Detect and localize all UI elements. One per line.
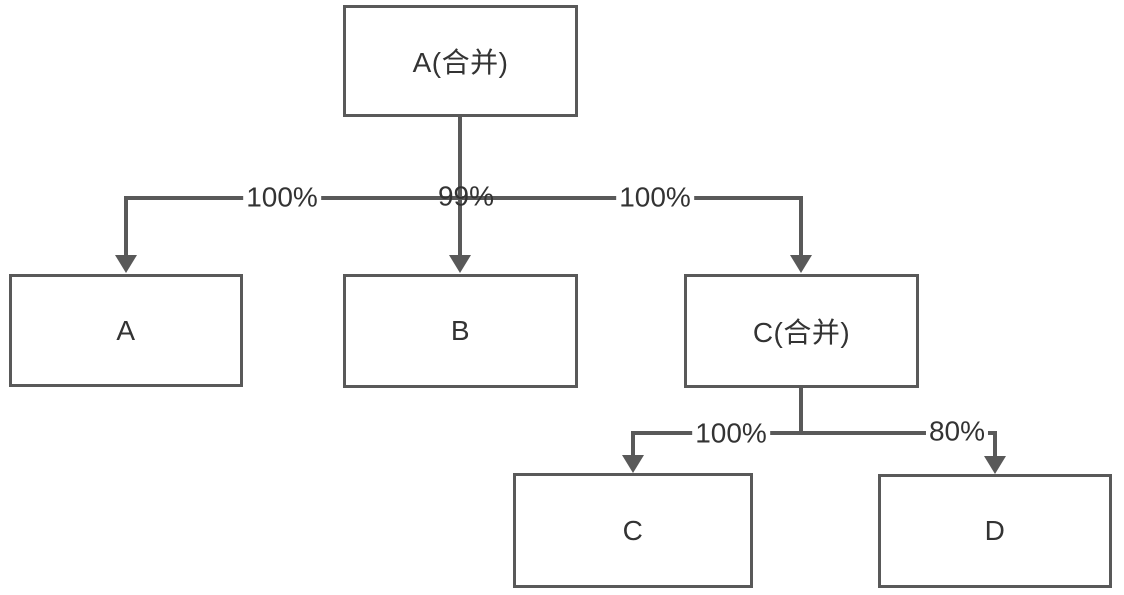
- node-c-merged-label: C(合并): [752, 317, 851, 348]
- connector-drop-to-d: [993, 433, 997, 456]
- arrow-down-icon: [115, 255, 137, 273]
- node-c: C: [513, 473, 753, 588]
- node-c-label: C: [622, 514, 644, 546]
- node-a-label: A: [116, 314, 136, 346]
- edge-label-a-merged-to-b: 99%: [437, 180, 495, 212]
- edge-label-a-merged-to-c-merged: 100%: [616, 182, 694, 212]
- connector-drop-to-c: [631, 433, 635, 456]
- connector-mid-vertical: [799, 388, 803, 433]
- node-d-label: D: [984, 515, 1006, 546]
- connector-drop-to-a: [124, 198, 128, 256]
- node-b: B: [343, 274, 578, 388]
- arrow-down-icon: [622, 455, 644, 473]
- node-b-label: B: [450, 315, 471, 346]
- edge-label-c-merged-to-d: 80%: [925, 416, 989, 446]
- arrow-down-icon: [790, 255, 812, 273]
- node-a: A: [9, 274, 243, 387]
- arrow-down-icon: [984, 456, 1006, 474]
- connector-top-vertical: [458, 117, 462, 198]
- edge-label-c-merged-to-c: 100%: [692, 418, 770, 448]
- connector-level1-bus: [124, 196, 803, 200]
- node-c-merged: C(合并): [684, 274, 919, 388]
- connector-level2-bus: [631, 431, 997, 435]
- node-a-merged: A(合并): [343, 5, 578, 117]
- connector-drop-to-c-merged: [799, 198, 803, 256]
- node-d: D: [878, 474, 1112, 588]
- arrow-down-icon: [449, 255, 471, 273]
- node-a-merged-label: A(合并): [412, 47, 509, 78]
- edge-label-a-merged-to-a: 100%: [243, 182, 321, 212]
- connector-drop-to-b: [458, 198, 462, 256]
